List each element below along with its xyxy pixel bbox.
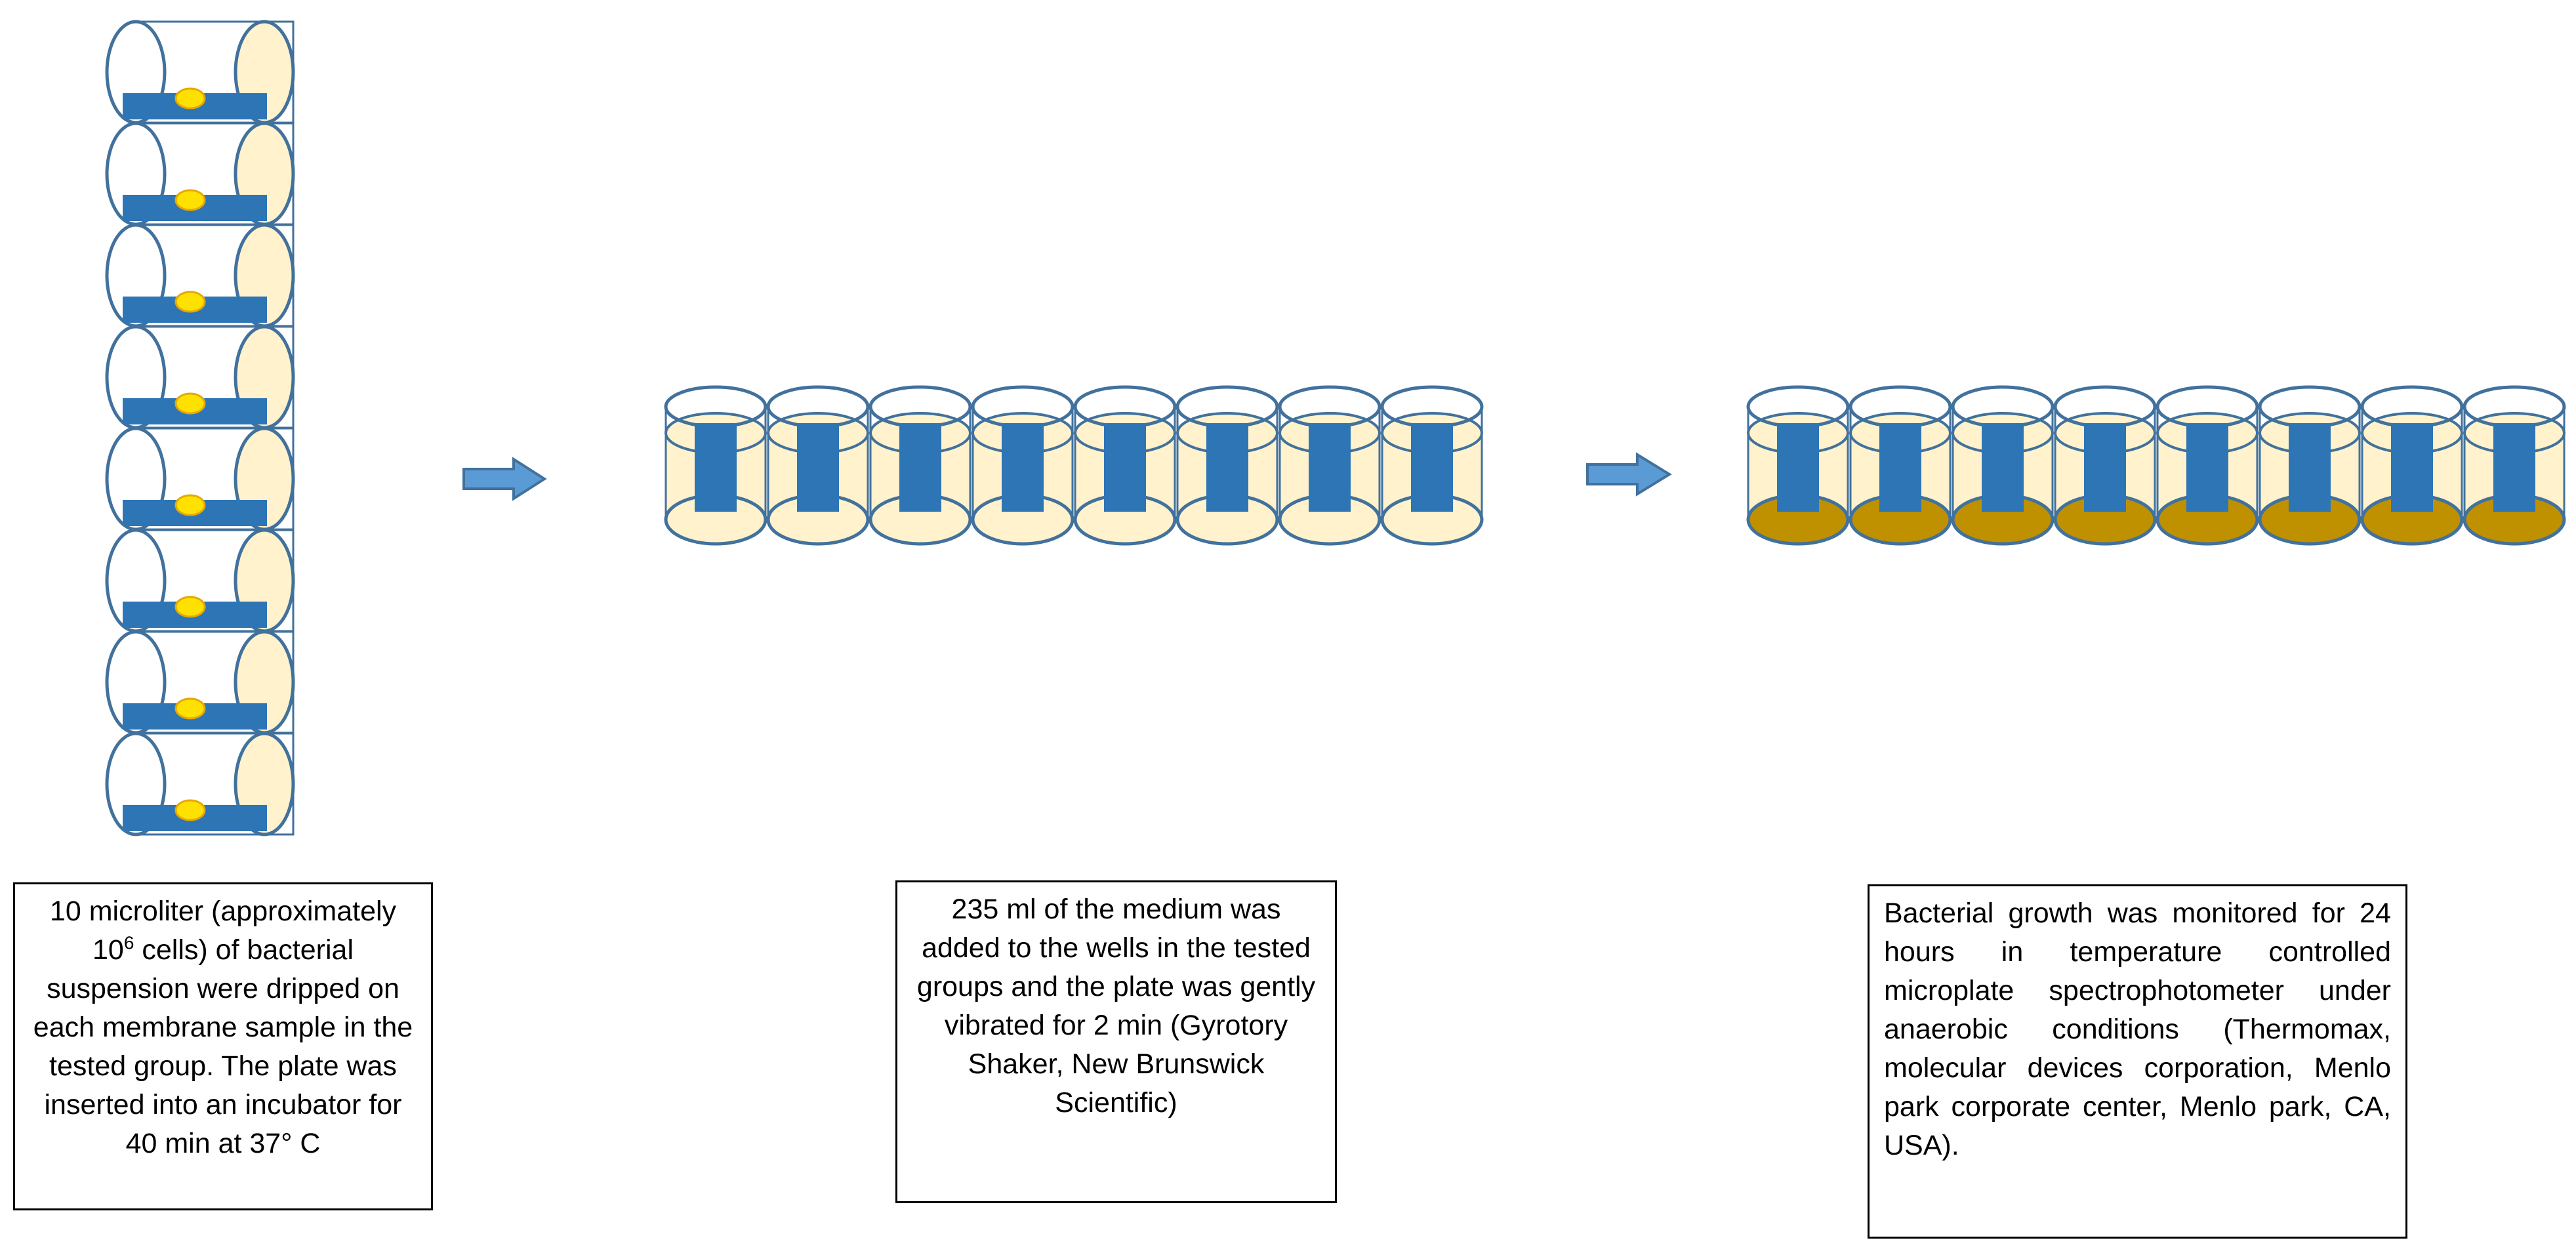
horizontal-well: [105, 630, 295, 735]
horizontal-well: [105, 223, 295, 328]
upright-well: [1849, 385, 1952, 546]
step-1-caption-text-end: cells) of bacterial suspension were drip…: [33, 934, 413, 1159]
membrane-sample: [1879, 423, 1921, 512]
step-2-caption-text: 235 ml of the medium was added to the we…: [916, 894, 1316, 1119]
horizontal-well: [105, 528, 295, 633]
membrane-sample: [695, 423, 737, 512]
upright-well: [2156, 385, 2259, 546]
upright-well: [1278, 385, 1381, 546]
upright-well: [664, 385, 767, 546]
horizontal-well: [105, 731, 295, 836]
horizontal-well: [105, 325, 295, 430]
membrane-sample: [2493, 423, 2535, 512]
membrane-sample: [1104, 423, 1146, 512]
membrane-sample: [1982, 423, 2024, 512]
membrane-sample: [1002, 423, 1044, 512]
upright-well: [2258, 385, 2361, 546]
bacterial-droplet: [174, 392, 206, 415]
upright-well: [2053, 385, 2157, 546]
upright-well: [766, 385, 870, 546]
step-1-caption-superscript: 6: [123, 932, 134, 953]
upright-well: [1746, 385, 1850, 546]
membrane-sample: [1777, 423, 1819, 512]
upright-well: [971, 385, 1074, 546]
upright-well: [2463, 385, 2566, 546]
stage-2-wells-with-medium: [664, 385, 1484, 546]
arrow-right-icon: [462, 457, 547, 501]
upright-well: [869, 385, 972, 546]
step-2-caption: 235 ml of the medium was added to the we…: [895, 880, 1337, 1203]
membrane-sample: [797, 423, 839, 512]
stage-1-wells-horizontal: [105, 20, 295, 836]
horizontal-well: [105, 121, 295, 226]
step-1-caption: 10 microliter (approximately 106 cells) …: [13, 882, 433, 1210]
membrane-sample: [1206, 423, 1248, 512]
upright-well: [2360, 385, 2464, 546]
membrane-sample: [2391, 423, 2433, 512]
upright-well: [1951, 385, 2055, 546]
membrane-sample: [1309, 423, 1351, 512]
membrane-sample: [2289, 423, 2331, 512]
stage-3-wells-with-growth: [1746, 385, 2566, 546]
membrane-sample: [2186, 423, 2228, 512]
arrow-right-icon: [1586, 452, 1672, 497]
membrane-sample: [2084, 423, 2126, 512]
membrane-sample: [1411, 423, 1453, 512]
bacterial-droplet: [174, 799, 206, 821]
bacterial-droplet: [174, 494, 206, 516]
bacterial-droplet: [174, 697, 206, 720]
step-1-caption-text: 10 microliter (approximately 10: [49, 895, 397, 966]
bacterial-droplet: [174, 87, 206, 110]
step-3-caption-text: Bacterial growth was monitored for 24 ho…: [1884, 897, 2391, 1161]
bacterial-droplet: [174, 189, 206, 211]
step-3-caption: Bacterial growth was monitored for 24 ho…: [1868, 884, 2407, 1239]
horizontal-well: [105, 426, 295, 531]
upright-well: [1380, 385, 1484, 546]
horizontal-well: [105, 20, 295, 125]
upright-well: [1176, 385, 1279, 546]
membrane-sample: [899, 423, 941, 512]
bacterial-droplet: [174, 291, 206, 313]
upright-well: [1073, 385, 1177, 546]
bacterial-droplet: [174, 596, 206, 618]
